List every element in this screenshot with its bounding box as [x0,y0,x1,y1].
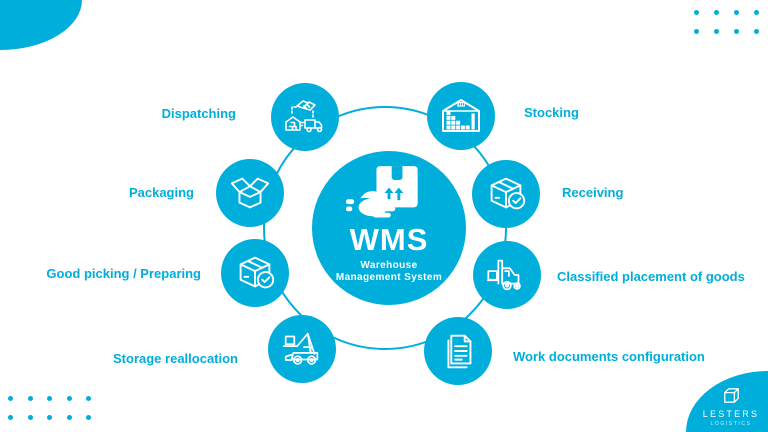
center-wms-circle: WMS Warehouse Management System [312,151,466,305]
documents-icon [447,334,472,369]
dot [27,396,33,401]
open-cube-icon [723,388,739,403]
dot [66,415,72,420]
forklift-icon [486,259,521,291]
dot [694,29,699,34]
warehouse-stacked-boxes-icon [442,99,480,132]
dot [734,10,739,15]
dot [86,415,92,420]
label-good-picking: Good picking / Preparing [46,266,201,281]
logo-tagline: LOGISTICS [710,421,752,427]
corner-quarter-circle-top-left [0,0,82,50]
label-packaging: Packaging [128,185,194,200]
node-dispatching [271,83,339,151]
box-checkmark-icon [490,177,526,210]
dot [27,415,33,420]
node-receiving [472,160,540,228]
dot [694,10,699,15]
dot [714,10,719,15]
dot [754,10,759,15]
dot [714,29,719,34]
center-title: WMS [349,222,429,257]
label-storage-reallocation: Storage reallocation [113,351,238,366]
box-checkmark-icon [239,256,275,289]
logo-name: LESTERS [702,409,760,419]
dot [86,396,92,401]
hand-holding-box-icon [346,166,418,218]
label-receiving: Receiving [562,185,624,200]
dot [66,396,72,401]
node-good-picking [221,239,289,307]
dot [754,29,759,34]
label-stocking: Stocking [524,105,579,120]
dot [47,396,53,401]
label-classified-placement: Classified placement of goods [557,269,745,284]
center-subtitle-line2: Management System [335,272,443,284]
node-classified-placement [473,241,541,309]
dot [734,29,739,34]
lesters-logo: LESTERS LOGISTICS [699,384,763,427]
node-work-documents [424,317,492,385]
dot-grid-bottom-left [8,396,106,432]
dot [47,415,53,420]
telehandler-crane-icon [282,332,319,365]
center-subtitle-line1: Warehouse [360,259,418,271]
node-packaging [216,159,284,227]
dot [8,415,13,420]
handshake-warehouse-truck-icon [285,100,323,133]
label-work-documents: Work documents configuration [513,349,705,364]
label-dispatching: Dispatching [161,106,236,121]
dot-grid-top-right [694,10,768,48]
node-stocking [427,82,495,150]
dot [8,396,13,401]
connector-ring [263,106,507,350]
open-box-icon [230,177,270,209]
node-storage-reallocation [268,315,336,383]
